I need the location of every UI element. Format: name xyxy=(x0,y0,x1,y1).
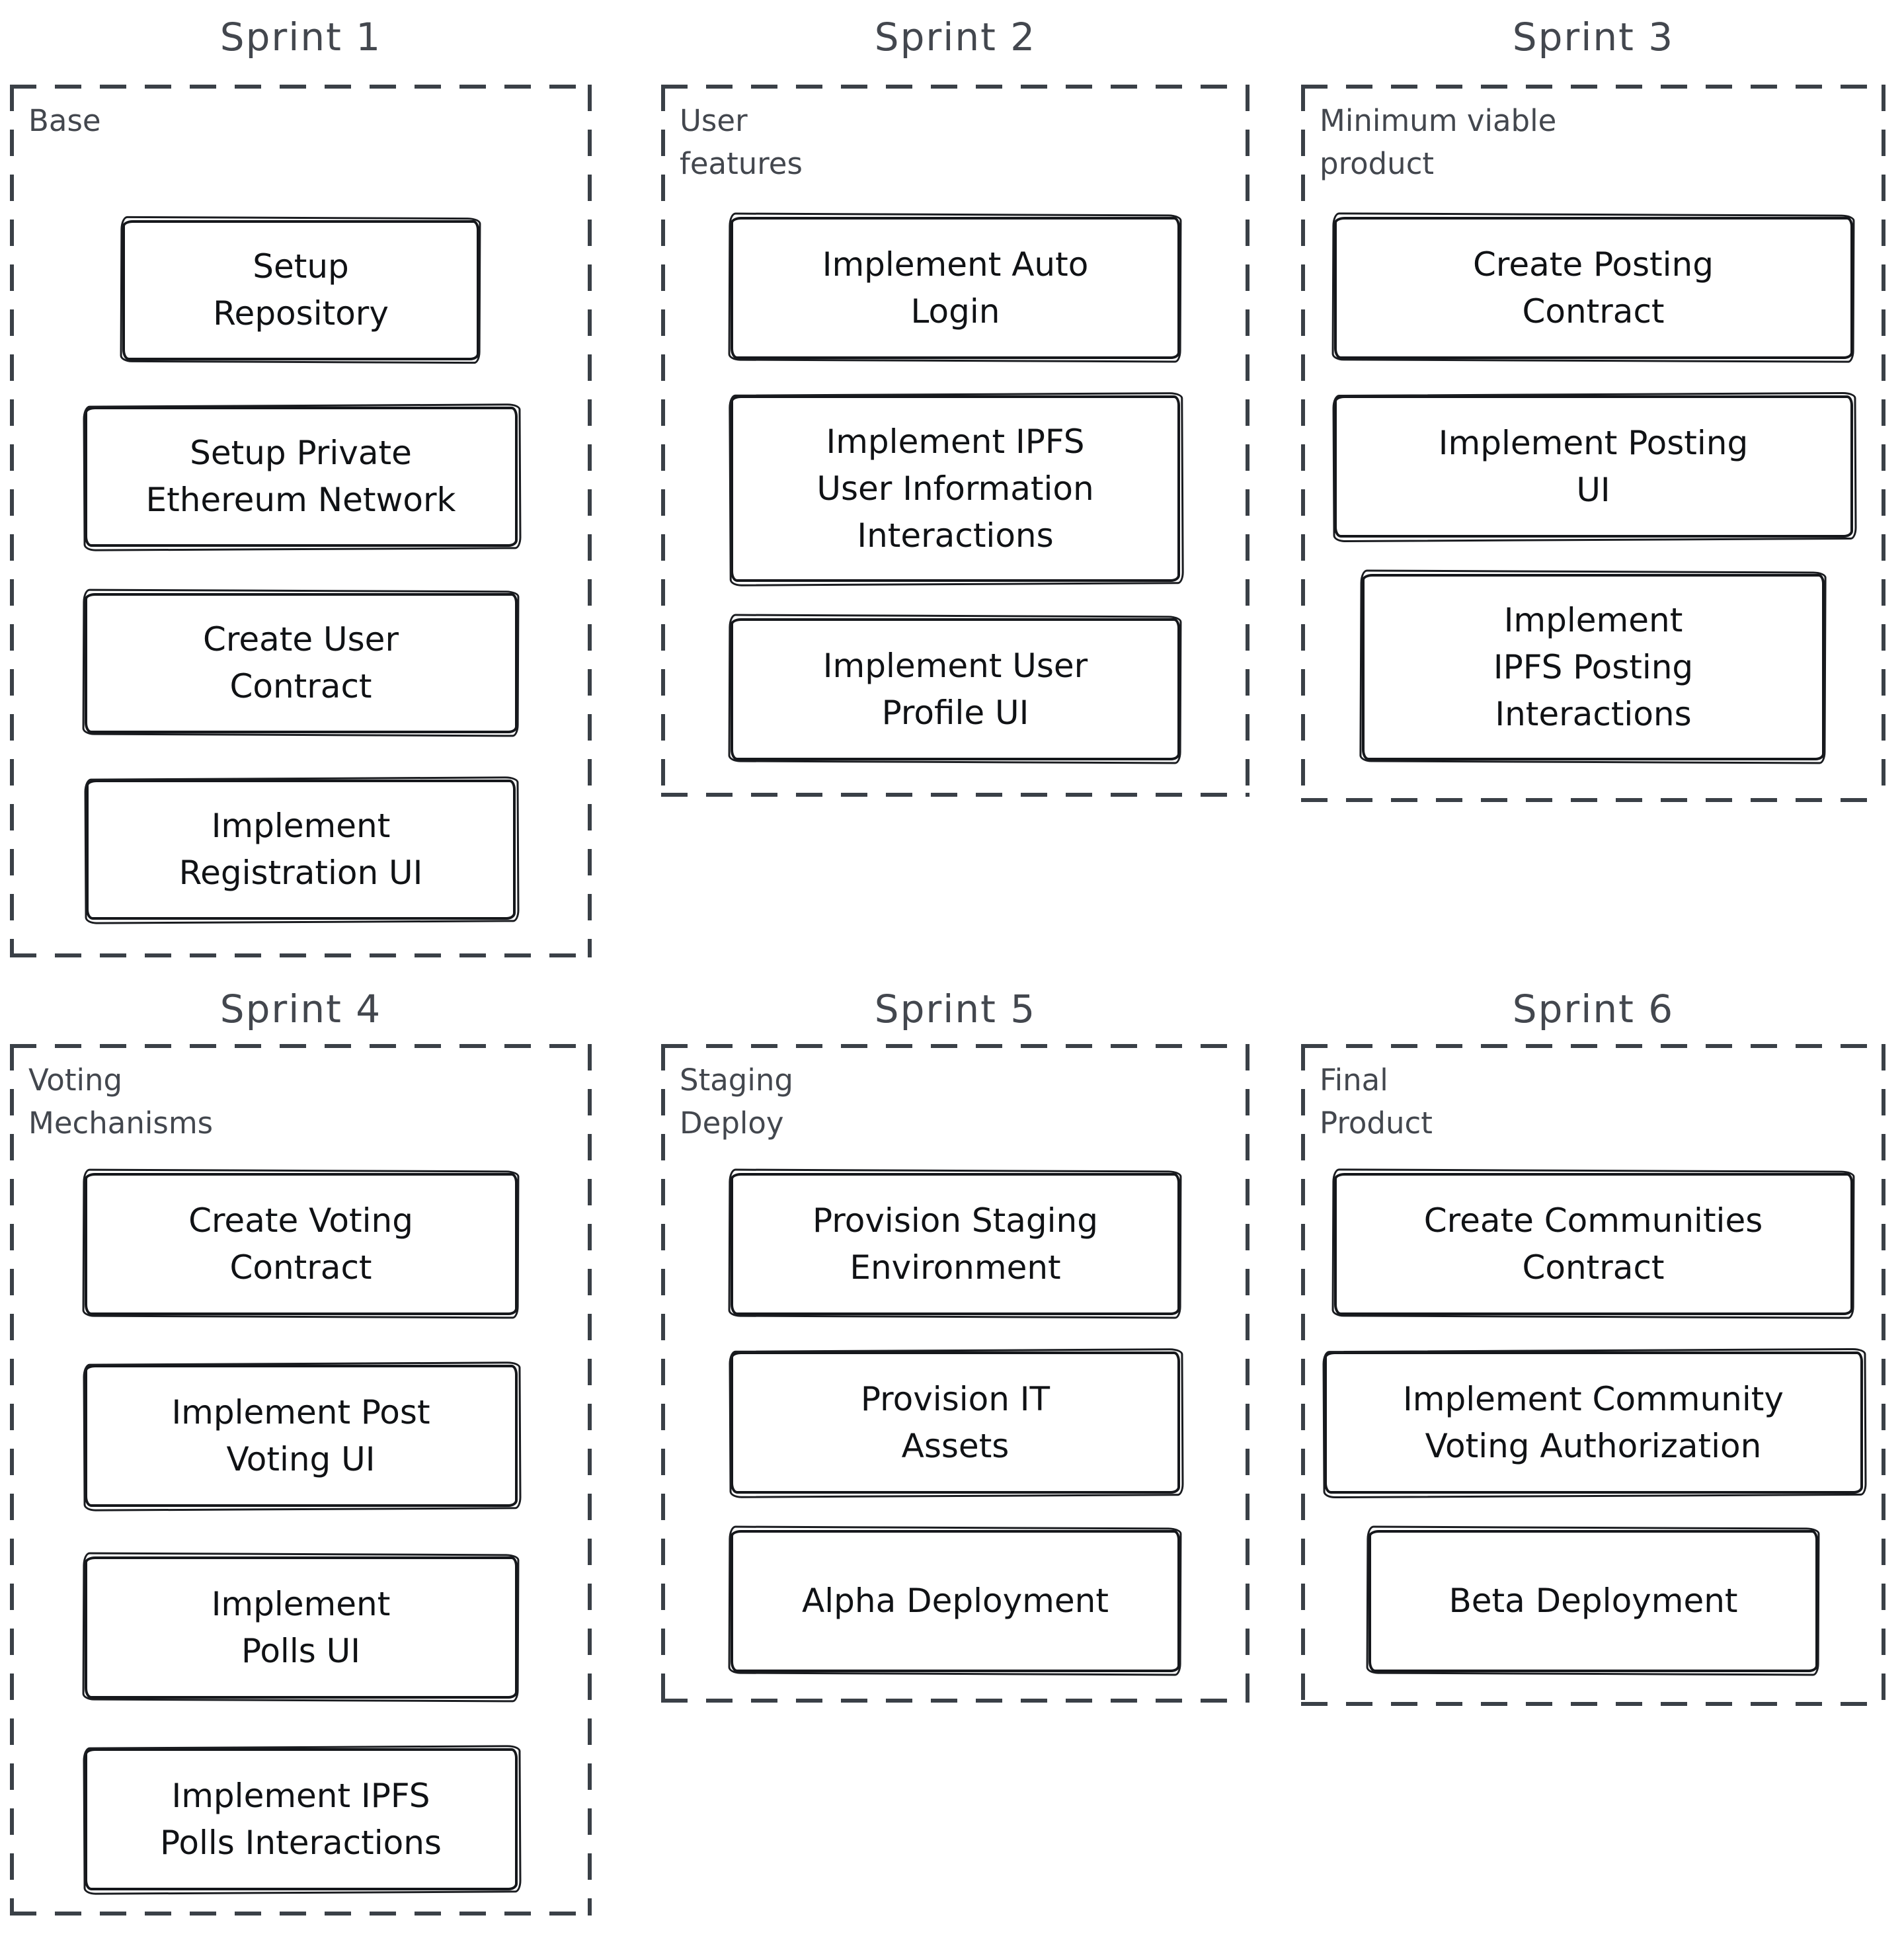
task-label: Implement User Profile UI xyxy=(822,646,1088,732)
task-label: Implement Polls UI xyxy=(211,1584,391,1670)
sprint-3-tasks: Create Posting Contract Implement Postin… xyxy=(1301,217,1885,760)
sprint-2-title: Sprint 2 xyxy=(874,15,1037,60)
task-label: Implement IPFS Posting Interactions xyxy=(1493,600,1694,733)
sprint-6-group-box: Final Product Create Communities Contrac… xyxy=(1301,1044,1885,1706)
sprint-4-group-label: Voting Mechanisms xyxy=(28,1063,214,1141)
task-label: Implement Posting UI xyxy=(1438,423,1749,509)
task-box: Setup Repository xyxy=(122,220,479,360)
task-box: Create User Contract xyxy=(84,593,518,733)
task-box: Create Posting Contract xyxy=(1333,217,1853,359)
sprint-1-tasks: Setup Repository Setup Private Ethereum … xyxy=(10,220,592,920)
task-label: Provision Staging Environment xyxy=(813,1201,1098,1287)
sprint-3-group-box: Minimum viable product Create Posting Co… xyxy=(1301,85,1885,802)
task-box: Implement IPFS User Information Interact… xyxy=(731,395,1180,582)
task-label: Create Communities Contract xyxy=(1423,1201,1763,1287)
task-box: Beta Deployment xyxy=(1368,1530,1818,1672)
task-label: Provision IT Assets xyxy=(860,1379,1051,1465)
sprint-1-group-box: Base Setup Repository Setup Private Ethe… xyxy=(10,85,592,957)
sprint-1-title: Sprint 1 xyxy=(219,15,382,60)
task-box: Implement Registration UI xyxy=(86,780,516,920)
task-box: Implement Community Voting Authorization xyxy=(1324,1351,1863,1494)
task-box: Implement Post Voting UI xyxy=(84,1365,518,1507)
task-label: Implement Post Voting UI xyxy=(171,1392,430,1478)
task-box: Implement IPFS Posting Interactions xyxy=(1362,574,1825,760)
task-box: Implement Polls UI xyxy=(84,1556,518,1699)
task-label: Create Posting Contract xyxy=(1473,245,1714,331)
sprint-6-title: Sprint 6 xyxy=(1512,987,1675,1031)
sprint-5-group-box: Staging Deploy Provision Staging Environ… xyxy=(661,1044,1250,1703)
sprint-2-tasks: Implement Auto Login Implement IPFS User… xyxy=(661,217,1250,760)
sprint-1-group-label: Base xyxy=(28,103,101,138)
task-box: Implement Posting UI xyxy=(1333,395,1853,538)
task-label: Implement Auto Login xyxy=(822,245,1089,331)
task-label: Alpha Deployment xyxy=(802,1582,1109,1620)
sprint-6-group-label: Final Product xyxy=(1320,1063,1433,1141)
task-box: Alpha Deployment xyxy=(731,1530,1180,1672)
task-box: Provision IT Assets xyxy=(731,1351,1180,1494)
task-box: Implement User Profile UI xyxy=(731,618,1180,760)
sprint-6-tasks: Create Communities Contract Implement Co… xyxy=(1301,1173,1885,1672)
sprint-4-group-box: Voting Mechanisms Create Voting Contract… xyxy=(10,1044,592,1916)
task-label: Implement IPFS Polls Interactions xyxy=(159,1776,442,1862)
sprint-2-group-box: User features Implement Auto Login Imple… xyxy=(661,85,1250,797)
sprint-5-group-label: Staging Deploy xyxy=(680,1063,793,1141)
task-label: Create User Contract xyxy=(203,620,399,706)
task-label: Implement IPFS User Information Interact… xyxy=(816,422,1094,555)
sprint-3-group-label: Minimum viable product xyxy=(1320,103,1557,182)
sprint-4-title: Sprint 4 xyxy=(219,987,382,1031)
sprint-5-title: Sprint 5 xyxy=(874,987,1037,1031)
task-box: Implement IPFS Polls Interactions xyxy=(84,1748,518,1890)
task-box: Provision Staging Environment xyxy=(731,1173,1180,1315)
sprint-2-group-label: User features xyxy=(680,103,803,182)
task-box: Create Voting Contract xyxy=(84,1173,518,1315)
sprint-3-title: Sprint 3 xyxy=(1512,15,1675,60)
task-label: Implement Registration UI xyxy=(178,807,423,892)
task-label: Implement Community Voting Authorization xyxy=(1403,1379,1784,1465)
task-label: Setup Private Ethereum Network xyxy=(145,434,456,519)
task-label: Create Voting Contract xyxy=(188,1201,413,1287)
task-label: Setup Repository xyxy=(213,247,389,333)
task-box: Setup Private Ethereum Network xyxy=(84,407,518,547)
sprint-4-tasks: Create Voting Contract Implement Post Vo… xyxy=(10,1173,592,1890)
task-label: Beta Deployment xyxy=(1448,1582,1738,1620)
task-box: Create Communities Contract xyxy=(1333,1173,1853,1315)
task-box: Implement Auto Login xyxy=(731,217,1180,359)
sprint-5-tasks: Provision Staging Environment Provision … xyxy=(661,1173,1250,1672)
